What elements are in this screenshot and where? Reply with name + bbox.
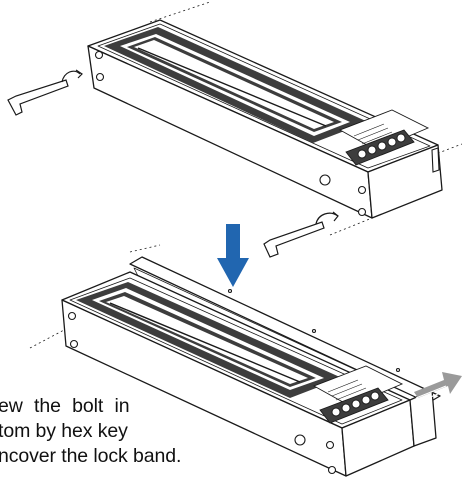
top-lock-magnet-face [104, 27, 368, 143]
caption-line-3: ncover the lock band. [0, 445, 182, 467]
instruction-caption: ew the bolt in tom by hex key ncover the… [0, 394, 298, 469]
hex-key-icon [7, 69, 83, 116]
caption-line-1: ew the bolt in [0, 395, 130, 417]
bottom-lock-screw-holes [67, 288, 401, 475]
bottom-lock-terminal-block [312, 365, 404, 424]
slide-arrow-icon [414, 372, 462, 403]
arrow-down-icon [217, 224, 249, 287]
caption-line-2: tom by hex key [0, 420, 128, 442]
top-lock-terminal-block [338, 109, 430, 166]
hex-key-icon [263, 211, 339, 258]
top-lock-screw-holes [94, 50, 440, 217]
bottom-lock-magnet-face [76, 282, 342, 398]
